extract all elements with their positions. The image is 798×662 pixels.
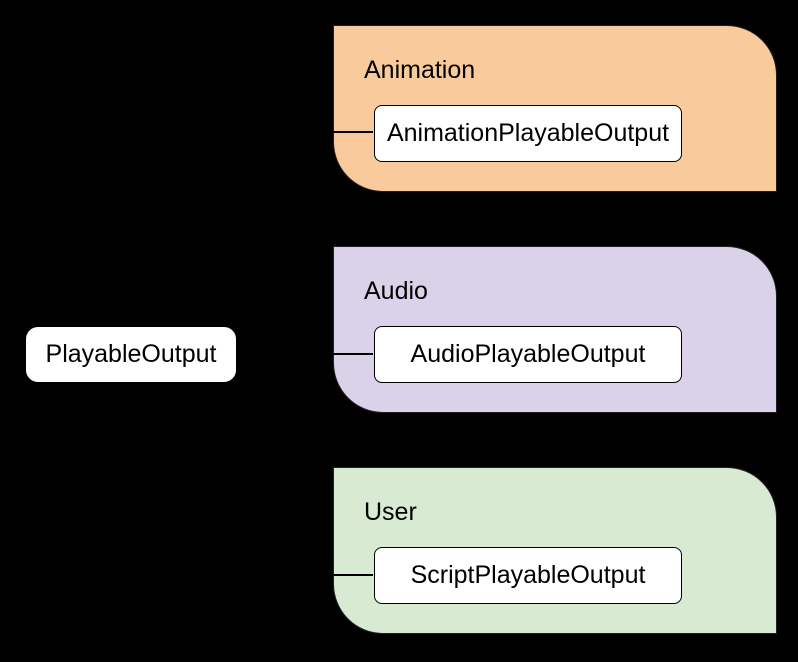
node-playable-output-label: PlayableOutput [45, 340, 217, 368]
node-animation-playable-output-label: AnimationPlayableOutput [386, 119, 670, 147]
group-user: User ScriptPlayableOutput [333, 467, 777, 634]
node-animation-playable-output: AnimationPlayableOutput [374, 105, 682, 162]
group-user-label: User [364, 498, 417, 526]
group-animation: Animation AnimationPlayableOutput [333, 25, 777, 192]
node-audio-playable-output-label: AudioPlayableOutput [410, 340, 646, 368]
group-audio: Audio AudioPlayableOutput [333, 246, 777, 413]
node-script-playable-output-label: ScriptPlayableOutput [410, 561, 646, 589]
group-animation-label: Animation [364, 56, 476, 84]
node-script-playable-output: ScriptPlayableOutput [374, 547, 682, 604]
group-audio-label: Audio [364, 277, 428, 305]
node-audio-playable-output: AudioPlayableOutput [374, 326, 682, 383]
node-playable-output: PlayableOutput [25, 326, 237, 383]
